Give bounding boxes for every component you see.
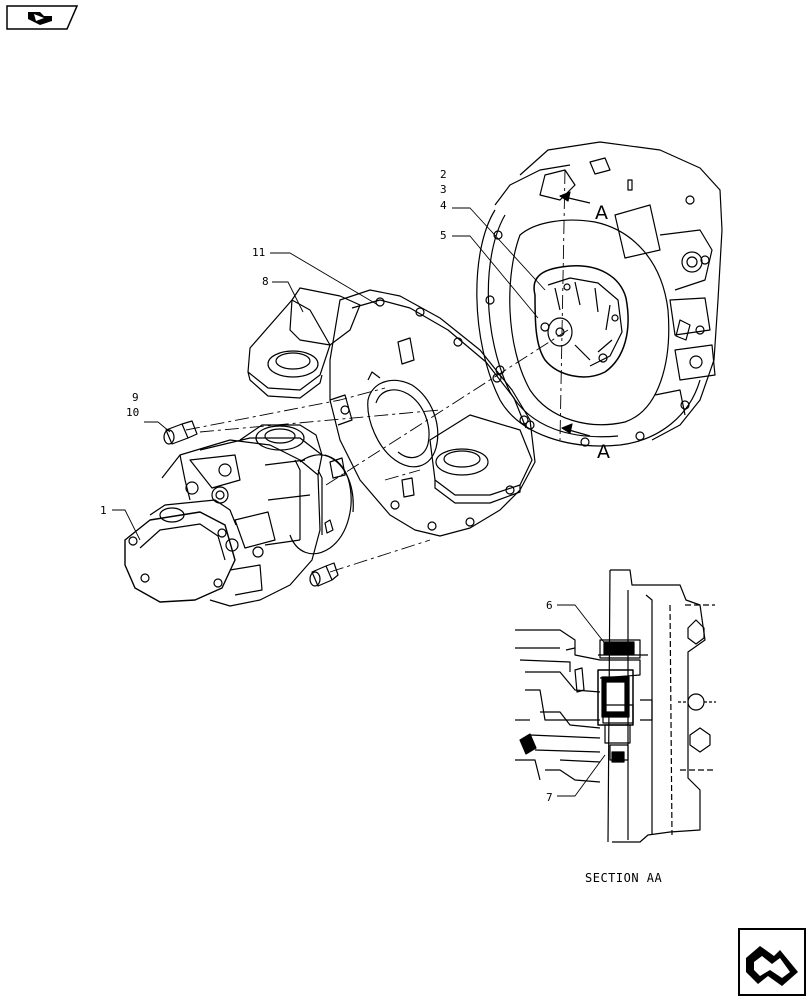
callout-3: 3 [440, 183, 447, 196]
cap-screws [163, 420, 339, 587]
arrow-next-icon [738, 928, 806, 996]
callout-5: 5 [440, 229, 447, 242]
callout-1: 1 [100, 504, 107, 517]
callout-2: 2 [440, 168, 447, 181]
callout-8: 8 [262, 275, 269, 288]
section-marker-bottom: A [597, 441, 610, 463]
section-marker-top: A [595, 202, 608, 224]
section-arrows [559, 191, 591, 437]
callout-6: 6 [546, 599, 553, 612]
callout-10: 10 [126, 406, 139, 419]
callout-leaders [112, 207, 611, 797]
pump-mounting-bracket [247, 287, 536, 537]
next-page-button[interactable] [738, 928, 806, 996]
callout-9: 9 [132, 391, 139, 404]
callout-numbers: 2 3 4 5 11 8 9 10 1 6 7 [100, 168, 553, 804]
callout-11: 11 [252, 246, 265, 259]
arrow-back-icon [6, 5, 79, 30]
hydraulic-pump [124, 424, 354, 607]
engine-flywheel-housing [476, 141, 723, 447]
callout-7: 7 [546, 791, 553, 804]
callout-4: 4 [440, 199, 447, 212]
assembly-center-lines [185, 169, 569, 573]
previous-page-button[interactable] [6, 5, 79, 30]
section-aa-detail [515, 569, 716, 843]
section-caption: SECTION AA [585, 871, 663, 885]
